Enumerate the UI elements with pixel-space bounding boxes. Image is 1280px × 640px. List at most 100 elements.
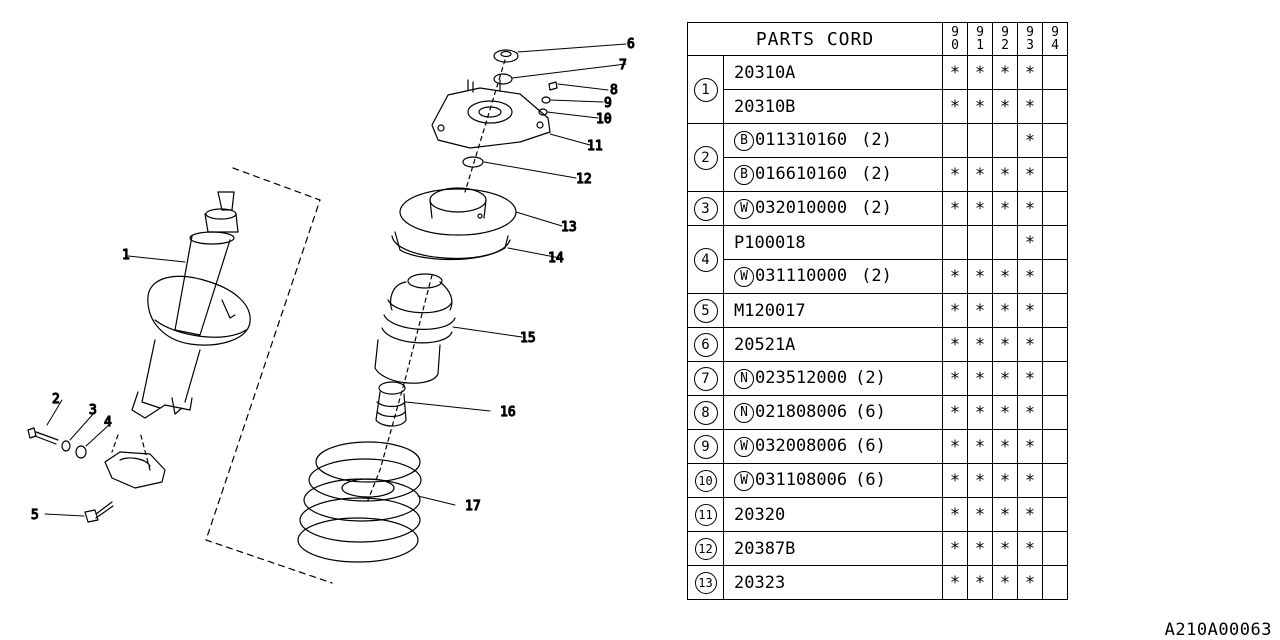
applicability-mark: *	[1024, 300, 1036, 321]
year-mark-cell	[1042, 225, 1068, 260]
applicability-mark: *	[1024, 334, 1036, 355]
year-mark-cell	[1042, 157, 1068, 192]
year-mark-cell: *	[992, 55, 1018, 90]
callout-16: 16	[500, 405, 516, 420]
applicability-mark: *	[974, 62, 986, 83]
year-mark-cell	[967, 225, 993, 260]
year-mark-cell: *	[1017, 157, 1043, 192]
callout-7: 7	[619, 58, 627, 73]
year-mark-cell: *	[967, 565, 993, 600]
item-number: 4	[693, 247, 718, 272]
year-mark-cell	[1042, 395, 1068, 430]
year-mark-cell: *	[992, 191, 1018, 226]
part-code-cell: M120017	[723, 293, 943, 328]
stud-nut-part	[548, 81, 558, 91]
year-mark-cell: *	[992, 463, 1018, 498]
year-mark-cell: *	[967, 157, 993, 192]
year-mark-cell: *	[1017, 565, 1043, 600]
part-code-cell: 20323	[723, 565, 943, 600]
item-number: 10	[694, 469, 717, 492]
part-prefix: W	[734, 267, 754, 287]
item-number: 11	[694, 503, 717, 526]
catalog-code: A210A00063	[1164, 620, 1272, 640]
part-code-cell: 20310A	[723, 55, 943, 90]
part-prefix: B	[734, 131, 754, 151]
item-number: 13	[694, 571, 717, 594]
part-quantity: (6)	[855, 436, 886, 456]
applicability-mark: *	[1024, 198, 1036, 219]
year-mark-cell: *	[967, 191, 993, 226]
part-prefix: W	[734, 471, 754, 491]
applicability-mark: *	[949, 198, 961, 219]
applicability-mark: *	[949, 368, 961, 389]
year-mark-cell: *	[967, 429, 993, 464]
callout-6: 6	[627, 37, 635, 52]
year-mark-cell: *	[942, 395, 968, 430]
applicability-mark: *	[999, 470, 1011, 491]
part-code: P100018	[734, 232, 806, 253]
helper-spring-part	[375, 381, 407, 427]
year-mark-cell: *	[1017, 89, 1043, 124]
year-mark-cell: *	[942, 55, 968, 90]
item-number: 12	[694, 537, 717, 560]
strut-assembly-part	[131, 191, 251, 419]
year-mark-cell	[967, 123, 993, 158]
callout-13: 13	[561, 220, 577, 235]
applicability-mark: *	[949, 96, 961, 117]
applicability-mark: *	[949, 572, 961, 593]
item-number-cell: 1	[687, 55, 724, 124]
applicability-mark: *	[999, 334, 1011, 355]
part-code: 021808006	[755, 402, 848, 422]
applicability-mark: *	[949, 300, 961, 321]
item-number-cell: 4	[687, 225, 724, 294]
part-code-cell: 20521A	[723, 327, 943, 362]
applicability-mark: *	[999, 572, 1011, 593]
part-code: 031108006	[755, 470, 848, 490]
applicability-mark: *	[999, 300, 1011, 321]
year-mark-cell: *	[1017, 531, 1043, 566]
item-number: 8	[693, 400, 718, 425]
part-code: 032008006	[755, 436, 848, 456]
part-code: 20310A	[734, 62, 796, 83]
part-prefix: W	[734, 437, 754, 457]
cap-part	[493, 49, 519, 63]
stud-washer-part	[541, 96, 551, 104]
year-mark-cell: *	[1017, 361, 1043, 396]
year-mark-cell: *	[942, 463, 968, 498]
item-number-cell: 10	[687, 463, 724, 498]
applicability-mark: *	[974, 436, 986, 457]
year-mark-cell	[1042, 531, 1068, 566]
callout-10: 10	[596, 112, 612, 127]
applicability-mark: *	[949, 402, 961, 423]
callout-1: 1	[122, 248, 130, 263]
year-mark-cell: *	[967, 463, 993, 498]
item-number: 1	[693, 77, 718, 102]
part-code-cell: P100018	[723, 225, 943, 260]
callout-11: 11	[587, 139, 603, 154]
exploded-strut-diagram: 1 2 3 4 5 6 7 8 9 10 11 12 13 14 15 16 1…	[27, 36, 635, 584]
applicability-mark: *	[1024, 232, 1036, 253]
applicability-mark: *	[999, 368, 1011, 389]
part-quantity: (2)	[861, 198, 892, 218]
year-mark-cell: *	[967, 395, 993, 430]
part-code-cell: 20320	[723, 497, 943, 532]
alignment-dashed-lines	[205, 167, 333, 584]
applicability-mark: *	[1024, 572, 1036, 593]
applicability-mark: *	[1024, 538, 1036, 559]
year-mark-cell: *	[942, 89, 968, 124]
applicability-mark: *	[949, 436, 961, 457]
applicability-mark: *	[999, 198, 1011, 219]
part-quantity: (6)	[855, 402, 886, 422]
year-mark-cell	[1042, 55, 1068, 90]
parts-code-header: PARTS CORD	[687, 22, 943, 56]
year-mark-cell: *	[992, 361, 1018, 396]
applicability-mark: *	[1024, 368, 1036, 389]
